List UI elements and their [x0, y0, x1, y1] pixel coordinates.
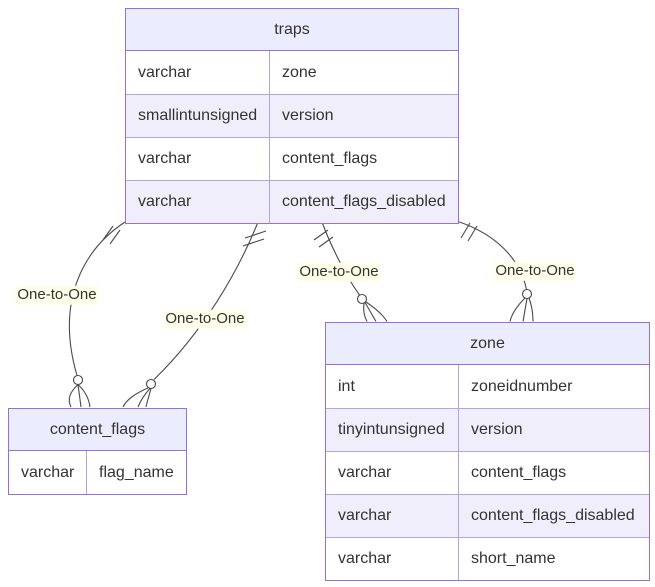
attribute-name-cell: version [282, 107, 334, 124]
crow-foot-icon [363, 302, 368, 322]
attribute-name-cell: flag_name [99, 463, 174, 481]
relationship-traps-zone-2 [457, 220, 534, 322]
crow-foot-icon [364, 302, 377, 322]
attribute-row: tinyintunsigned version [326, 408, 649, 451]
zero-circle-icon [356, 293, 368, 305]
one-tick-icon [460, 222, 471, 239]
crow-foot-icon [77, 384, 91, 408]
one-tick-icon [244, 230, 267, 239]
attribute-name-cell: content_flags_disabled [471, 507, 635, 524]
entity-content-flags[interactable]: content_flags varchar flag_name [8, 408, 187, 495]
attribute-row: varchar content_flags_disabled [126, 180, 458, 223]
entity-traps-title: traps [126, 9, 458, 51]
one-tick-icon [313, 229, 329, 241]
attribute-name-cell: zoneidnumber [471, 377, 573, 395]
relationship-label: One-to-One [15, 285, 99, 305]
attribute-type-cell: smallintunsigned [126, 95, 270, 137]
attribute-row: varchar content_flags [326, 451, 649, 494]
attribute-row: varchar content_flags_disabled [326, 494, 649, 537]
one-tick-icon [467, 225, 478, 242]
zero-circle-icon [72, 374, 84, 386]
attribute-name-cell: short_name [471, 550, 556, 567]
attribute-type-cell: varchar [326, 452, 459, 494]
crow-foot-icon [77, 384, 82, 408]
crow-foot-icon [122, 387, 149, 408]
relationship-traps-zone-1 [313, 221, 388, 322]
attribute-row: int zoneidnumber [326, 365, 649, 408]
crow-foot-icon [68, 384, 79, 408]
attribute-row: varchar content_flags [126, 137, 458, 180]
attribute-name-cell: content_flags [471, 464, 567, 481]
attribute-row: varchar short_name [326, 537, 649, 580]
one-tick-icon [102, 225, 114, 241]
relationship-label: One-to-One [297, 262, 381, 282]
attribute-row: varchar flag_name [9, 451, 186, 494]
attribute-type-cell: int [326, 365, 459, 408]
crow-foot-icon [365, 301, 388, 322]
relationship-traps-content-flags-1 [68, 221, 126, 408]
attribute-type-cell: varchar [126, 138, 270, 180]
attribute-row: smallintunsigned version [126, 94, 458, 137]
one-tick-icon [109, 229, 121, 245]
attribute-name-cell: content_flags_disabled [282, 193, 446, 210]
relationship-label: One-to-One [493, 261, 577, 281]
attribute-name-cell: zone [282, 63, 317, 81]
zero-circle-icon [521, 288, 533, 300]
attribute-type-cell: varchar [126, 51, 270, 94]
crow-foot-icon [528, 297, 534, 322]
crow-foot-icon [145, 388, 152, 408]
attribute-type-cell: varchar [9, 451, 87, 494]
one-tick-icon [242, 238, 265, 247]
attribute-type-cell: varchar [326, 495, 459, 537]
relationship-traps-content-flags-2 [122, 221, 267, 408]
entity-zone[interactable]: zone int zoneidnumber tinyintunsigned ve… [325, 322, 650, 581]
attribute-type-cell: tinyintunsigned [326, 409, 459, 451]
attribute-type-cell: varchar [326, 538, 459, 580]
crow-foot-icon [522, 298, 528, 322]
attribute-type-cell: varchar [126, 181, 270, 223]
entity-traps[interactable]: traps varchar zone smallintunsigned vers… [125, 8, 459, 224]
attribute-row: varchar zone [126, 51, 458, 94]
crow-foot-icon [509, 297, 526, 322]
zero-circle-icon [145, 378, 157, 390]
entity-content-flags-title: content_flags [9, 409, 186, 451]
one-tick-icon [318, 236, 334, 248]
relationship-label: One-to-One [163, 309, 247, 329]
attribute-name-cell: version [471, 421, 523, 438]
attribute-name-cell: content_flags [282, 150, 378, 167]
entity-zone-title: zone [326, 323, 649, 365]
crow-foot-icon [137, 388, 151, 408]
